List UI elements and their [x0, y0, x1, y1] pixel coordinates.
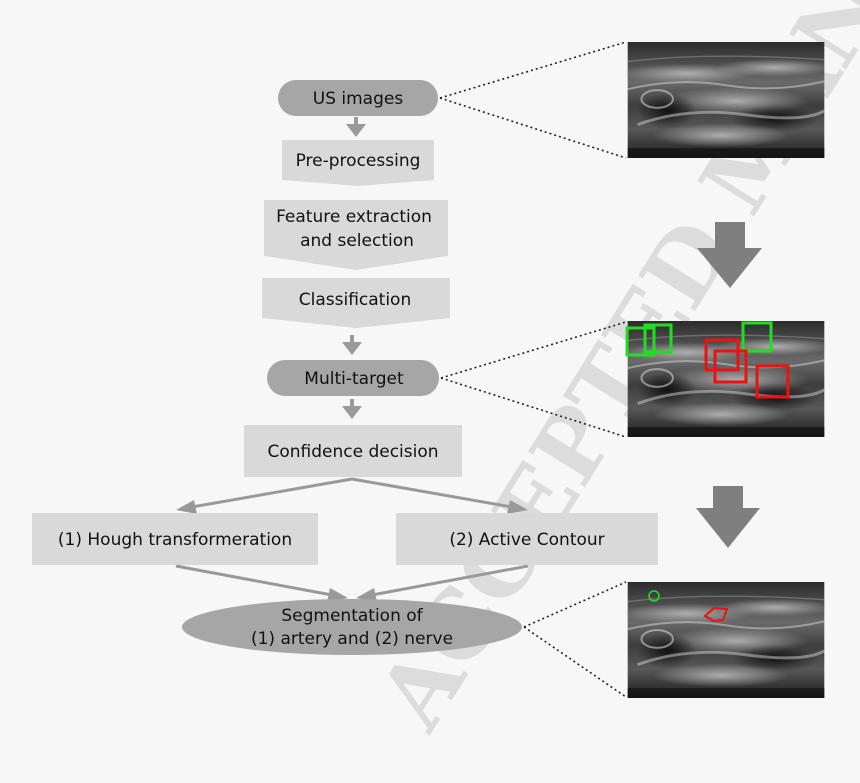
leader-line [523, 626, 627, 698]
green-detection-box [741, 321, 773, 353]
node-active-contour: (2) Active Contour [396, 513, 658, 565]
flow-arrows [175, 117, 529, 602]
node-active-contour-label: (2) Active Contour [449, 530, 604, 550]
node-us-images: US images [278, 80, 438, 116]
node-confidence-label: Confidence decision [267, 442, 438, 462]
ultrasound-image-detections [625, 321, 826, 437]
node-segmentation-label-line2: (1) artery and (2) nerve [251, 629, 453, 649]
red-detection-box [755, 364, 790, 399]
node-preprocessing: Pre-processing [282, 140, 434, 186]
green-detection-box [643, 323, 673, 354]
leader-line [439, 97, 627, 159]
leader-line [439, 41, 627, 99]
nerve-contour [703, 606, 729, 623]
big-arrow-down [697, 222, 762, 288]
leader-line [440, 377, 627, 438]
arrow-us-to-preprocessing [346, 117, 366, 137]
node-hough-label: (1) Hough transformeration [58, 530, 292, 550]
node-feature-extraction: Feature extraction and selection [264, 200, 448, 270]
leader-line [523, 581, 627, 628]
arrow-confidence-to-hough [176, 477, 353, 514]
arrow-multitarget-to-confidence [342, 399, 362, 419]
node-preprocessing-label: Pre-processing [296, 151, 421, 171]
node-segmentation: Segmentation of (1) artery and (2) nerve [182, 599, 522, 655]
node-multi-target-label: Multi-target [304, 369, 404, 389]
arrow-classification-to-multitarget [342, 335, 362, 355]
ultrasound-image-segmentation [626, 582, 826, 698]
node-classification-label: Classification [299, 290, 411, 310]
arrow-confidence-to-active-contour [351, 477, 528, 514]
arrow-hough-to-segmentation [175, 564, 348, 602]
arrow-active-contour-to-segmentation [356, 564, 529, 602]
red-detection-box [704, 338, 740, 372]
node-segmentation-label-line1: Segmentation of [281, 606, 423, 626]
node-hough: (1) Hough transformeration [32, 513, 318, 565]
ultrasound-image-original [626, 42, 826, 158]
node-classification: Classification [262, 278, 450, 328]
node-multi-target: Multi-target [267, 360, 439, 396]
red-detection-box [713, 349, 748, 384]
artery-contour [648, 590, 660, 602]
node-feature-label-line2: and selection [300, 231, 414, 251]
node-us-images-label: US images [313, 89, 404, 109]
green-detection-box [625, 326, 656, 357]
big-arrow-down [696, 486, 760, 548]
node-confidence-decision: Confidence decision [244, 425, 462, 477]
node-feature-label-line1: Feature extraction [276, 207, 432, 227]
dotted-leader-lines [439, 41, 627, 698]
leader-line [440, 321, 627, 379]
